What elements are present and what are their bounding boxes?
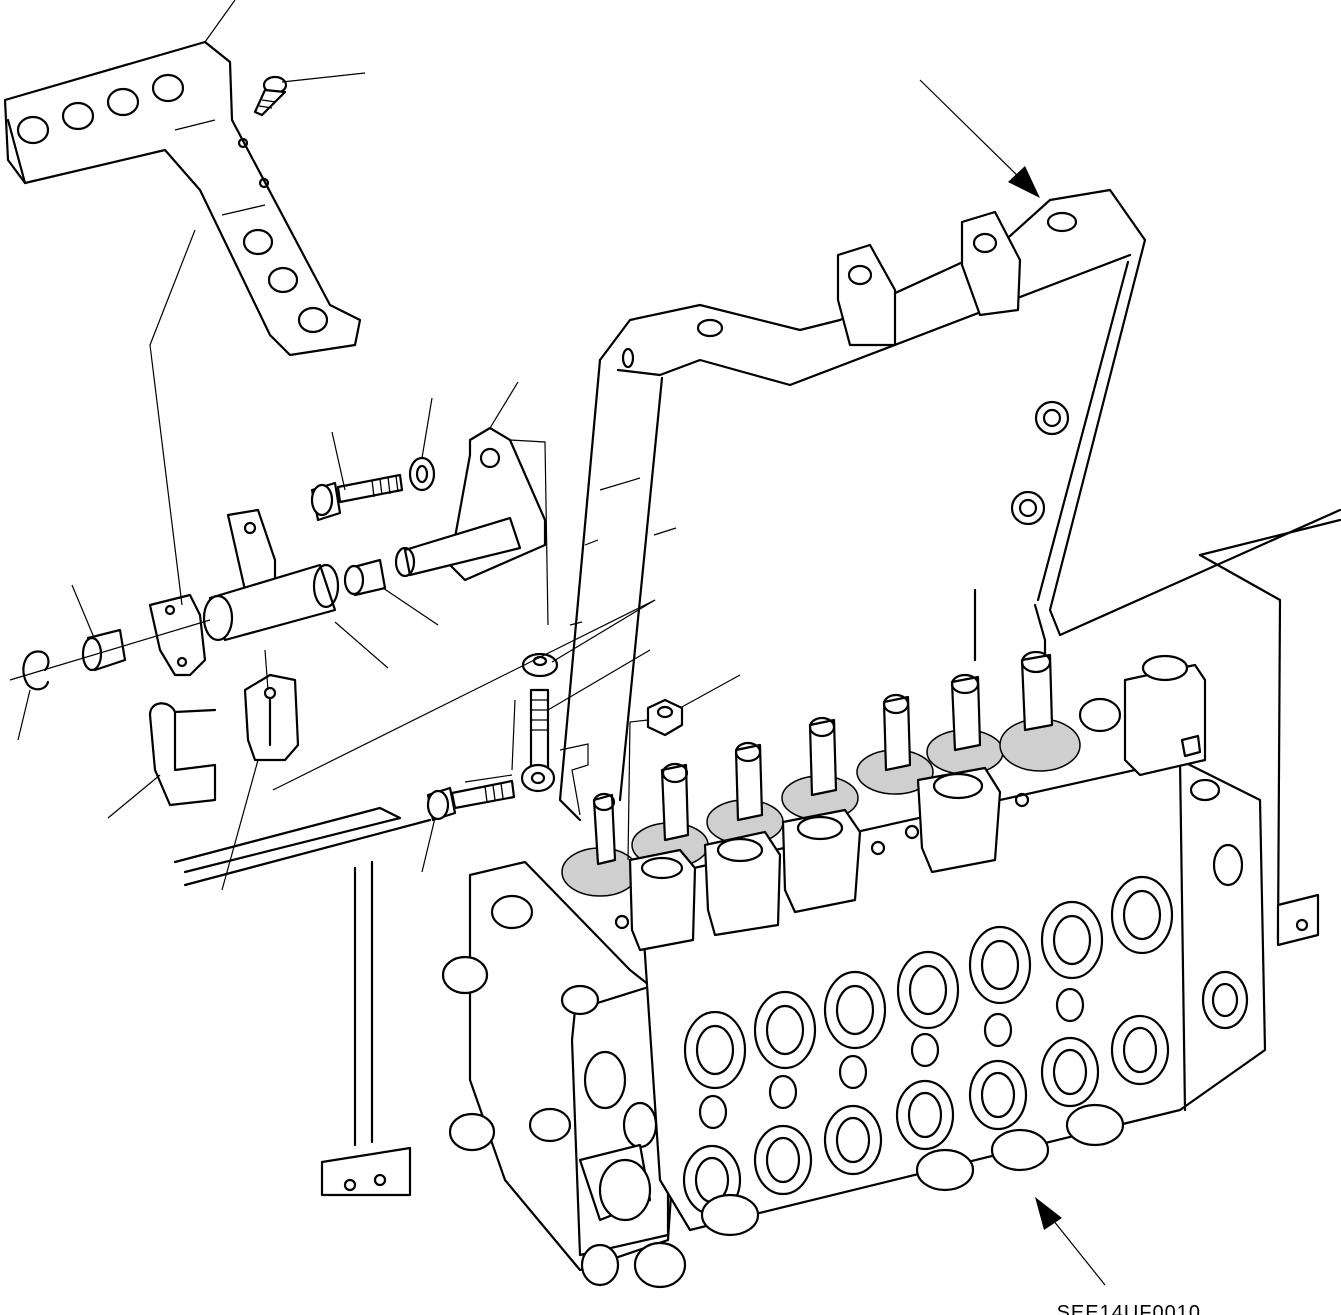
valve-ports <box>682 843 1249 1216</box>
flow-control-valve <box>1078 654 1221 802</box>
pivot-bolt <box>310 473 404 522</box>
tie-rod <box>520 688 556 793</box>
figure-code: SEE14UF0010 <box>1056 1303 1201 1315</box>
rod-end-bolt <box>426 779 516 822</box>
spool-stems <box>592 650 1054 866</box>
control-lever-bracket <box>3 40 362 357</box>
cotter-clip <box>148 702 217 807</box>
frame-arrow <box>919 79 1040 198</box>
relief-valves <box>628 766 1002 952</box>
bushing <box>81 558 387 672</box>
leader-lines <box>9 0 741 891</box>
clevis <box>243 673 300 762</box>
control-valve-block <box>441 650 1267 1289</box>
bracket-screw <box>253 75 288 117</box>
valve-arrow <box>1035 1197 1106 1286</box>
link-plate <box>394 426 547 582</box>
spacer-washer <box>408 456 436 492</box>
support-frame <box>173 188 1341 1197</box>
lock-nut <box>646 698 684 737</box>
lever-tube <box>148 508 340 677</box>
snap-ring <box>22 650 50 691</box>
